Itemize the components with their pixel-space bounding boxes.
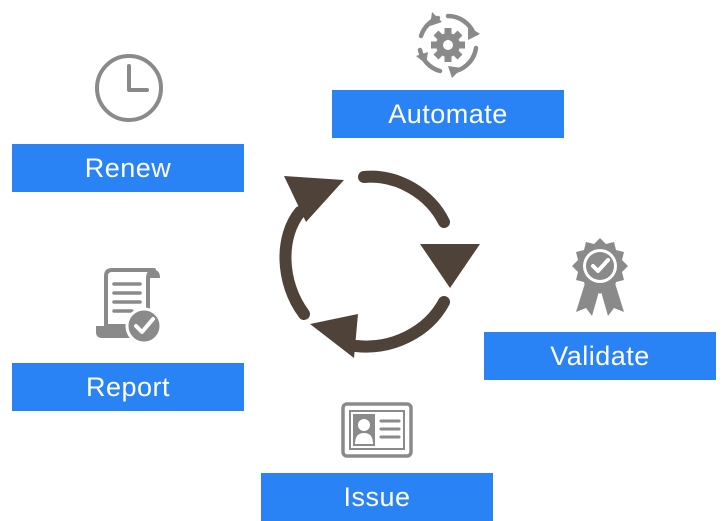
award-badge-icon — [564, 236, 636, 320]
gear-sync-icon — [412, 8, 484, 80]
cycle-arrows-icon — [266, 164, 486, 379]
step-label-validate: Validate — [484, 332, 716, 380]
step-label-report: Report — [12, 363, 244, 411]
id-card-icon — [341, 402, 413, 460]
step-label-issue: Issue — [261, 473, 493, 521]
clock-icon — [93, 52, 165, 124]
document-check-icon — [92, 268, 166, 346]
step-label-renew: Renew — [12, 144, 244, 192]
step-label-automate: Automate — [332, 90, 564, 138]
